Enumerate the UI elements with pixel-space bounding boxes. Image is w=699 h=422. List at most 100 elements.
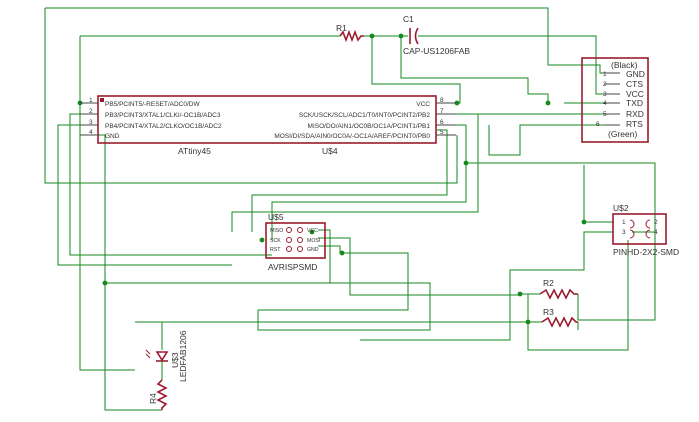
attiny-ref: U$4 [322, 146, 338, 156]
ftdi-pin-name: RTS [626, 119, 643, 129]
ftdi-pin-name: RXD [626, 109, 644, 119]
pinhd-pin: 1 [622, 219, 626, 226]
net-gnd-top [45, 7, 604, 74]
ftdi-bottom-label: (Green) [608, 129, 637, 139]
pinhd-pin: 2 [654, 219, 658, 226]
led-emission [145, 353, 151, 359]
resistor-r1[interactable]: R1 [332, 23, 364, 43]
isp-pin-name: MISO [270, 228, 283, 234]
resistor-symbol [539, 288, 578, 300]
net-reset [79, 103, 135, 371]
junction [398, 33, 404, 39]
isp-name: AVRISPSMD [268, 262, 317, 272]
attiny45-chip[interactable]: 1 2 3 4 PB5/PCINT5/-RESET/ADC0/DW PB3/PC… [80, 95, 456, 156]
r2-label: R2 [543, 278, 554, 288]
pinhd-name: PINHD-2X2-SMD [613, 247, 679, 257]
capacitor-c1[interactable]: C1 CAP-US1206FAB [403, 14, 470, 56]
junction [463, 160, 469, 166]
attiny-pin-num: 3 [89, 119, 93, 126]
ftdi-pin-name: VCC [626, 89, 644, 99]
junction [369, 33, 375, 39]
junction [581, 219, 587, 225]
net-pinhd-left [583, 165, 614, 223]
led-u3[interactable]: U$3 LEDFAB1206 [145, 330, 188, 382]
isp-pad [286, 237, 292, 243]
ftdi-pins: 1 GND 2 CTS 3 VCC 4 TXD 5 RXD 6 RTS [596, 69, 645, 129]
resistor-symbol [339, 29, 364, 43]
isp-pin-name: GND [307, 247, 319, 253]
isp-ref: U$5 [268, 212, 284, 222]
net-pb4 [57, 124, 232, 266]
attiny-pin-num: 5 [440, 129, 444, 136]
junction [339, 250, 345, 256]
net-pinhd-3 [360, 231, 614, 341]
resistor-r4[interactable]: R4 [148, 379, 168, 410]
net-pb2 [231, 113, 479, 232]
isp-pad [297, 246, 303, 252]
attiny-pin-name: MISO/DO/AIN1/OC0B/OC1A/PCINT1/PB1 [308, 123, 431, 130]
attiny-name: ATtiny45 [178, 146, 211, 156]
led-name: LEDFAB1206 [178, 330, 188, 382]
resistor-symbol [541, 316, 578, 328]
c1-value: CAP-US1206FAB [403, 46, 470, 56]
junction [102, 280, 108, 286]
c1-label: C1 [403, 14, 414, 24]
ftdi-pin-name: TXD [626, 98, 643, 108]
r1-label: R1 [336, 23, 347, 33]
pinhd-outline [612, 213, 667, 245]
pinhd-pin: 3 [622, 229, 626, 236]
net-pb1 [271, 124, 467, 240]
pinhd-pad-left [629, 219, 635, 239]
led-triangle [155, 351, 169, 362]
pin1-marker [100, 98, 104, 102]
resistor-r2[interactable]: R2 [539, 278, 578, 300]
capacitor-curved-plate [414, 27, 419, 45]
net-rts [488, 124, 604, 156]
led-ref: U$3 [170, 352, 180, 368]
net-r4-gnd [104, 283, 162, 411]
ftdi-pin-name: CTS [626, 79, 643, 89]
wires [44, 7, 656, 411]
resistor-r3[interactable]: R3 [541, 307, 578, 328]
isp-pin-name: VCC [307, 228, 318, 234]
attiny-pin-name: SCK/USCK/SCL/ADC1/T0/INT0/PCINT2/PB2 [299, 112, 431, 119]
net-isp-vcc [257, 229, 431, 331]
isp-pin-name: SCK [270, 238, 281, 244]
net-vcc-mid [466, 162, 656, 233]
ftdi-pin-num: 1 [603, 71, 607, 78]
attiny-pin-num: 6 [440, 119, 444, 126]
net-gnd-chip [90, 134, 330, 284]
ftdi-top-label: (Black) [611, 60, 638, 70]
r4-label: R4 [148, 393, 158, 404]
junction [517, 291, 523, 297]
junction [525, 319, 531, 325]
junction [259, 237, 265, 243]
junction [309, 229, 315, 235]
isp-outline [265, 222, 326, 259]
net-r2-right [577, 232, 656, 321]
net-isp-gnd [258, 245, 409, 311]
ftdi-pin-name: GND [626, 69, 645, 79]
isp-pad [297, 237, 303, 243]
led-emission [145, 349, 151, 355]
attiny-pin-name: GND [105, 133, 120, 140]
attiny-pin-name: PB5/PCINT5/-RESET/ADC0/DW [105, 101, 200, 108]
attiny-pin-num: 7 [440, 108, 444, 115]
net-gnd-down [44, 8, 458, 184]
pinhd-2x2-header[interactable]: U$2 1 2 3 4 PINHD-2X2-SMD [612, 203, 679, 257]
net-c1-down [400, 36, 549, 103]
pinhd-ref: U$2 [613, 203, 629, 213]
net-vcc-left [79, 36, 90, 104]
attiny-pin-num: 8 [440, 97, 444, 104]
ftdi-outline [581, 57, 649, 143]
isp-pin-name: MOSI [307, 238, 320, 244]
pinhd-pin: 4 [654, 229, 658, 236]
net-isp-mosi [318, 237, 520, 296]
isp-pad [286, 246, 292, 252]
r3-label: R3 [543, 307, 554, 317]
avrisp-header[interactable]: U$5 MISO SCK RST VCC MOSI GND AVRISPSMD [265, 212, 326, 272]
ftdi-header[interactable]: (Black) (Green) 1 GND 2 CTS 3 VCC 4 TXD … [581, 57, 649, 143]
attiny-pin-num: 4 [89, 129, 93, 136]
